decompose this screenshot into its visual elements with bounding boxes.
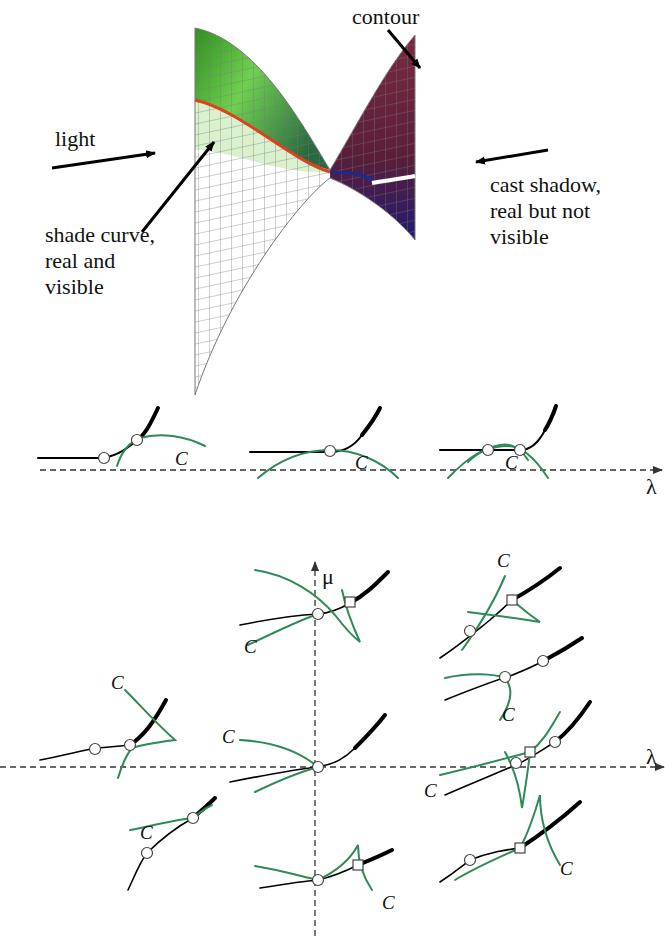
callout-label: shade curve, real and visible: [45, 222, 173, 300]
curve-label: C: [502, 704, 515, 726]
callout-label: cast shadow, real but not visible: [490, 172, 620, 250]
curve-label: C: [382, 892, 395, 914]
callout-label: contour: [352, 4, 419, 30]
curve-label: C: [111, 672, 124, 694]
curve-label: C: [355, 452, 368, 474]
curve-label: C: [424, 780, 437, 802]
curve-label: C: [175, 448, 188, 470]
axis-label: λ: [646, 744, 657, 770]
curve-label: C: [505, 452, 518, 474]
curve-label: C: [244, 636, 257, 658]
curve-label: C: [222, 726, 235, 748]
axis-label: μ: [322, 564, 334, 590]
axis-label: λ: [646, 474, 657, 500]
callout-label: light: [55, 126, 95, 152]
curve-label: C: [497, 550, 510, 572]
curve-label: C: [140, 822, 153, 844]
curve-label: C: [560, 858, 573, 880]
